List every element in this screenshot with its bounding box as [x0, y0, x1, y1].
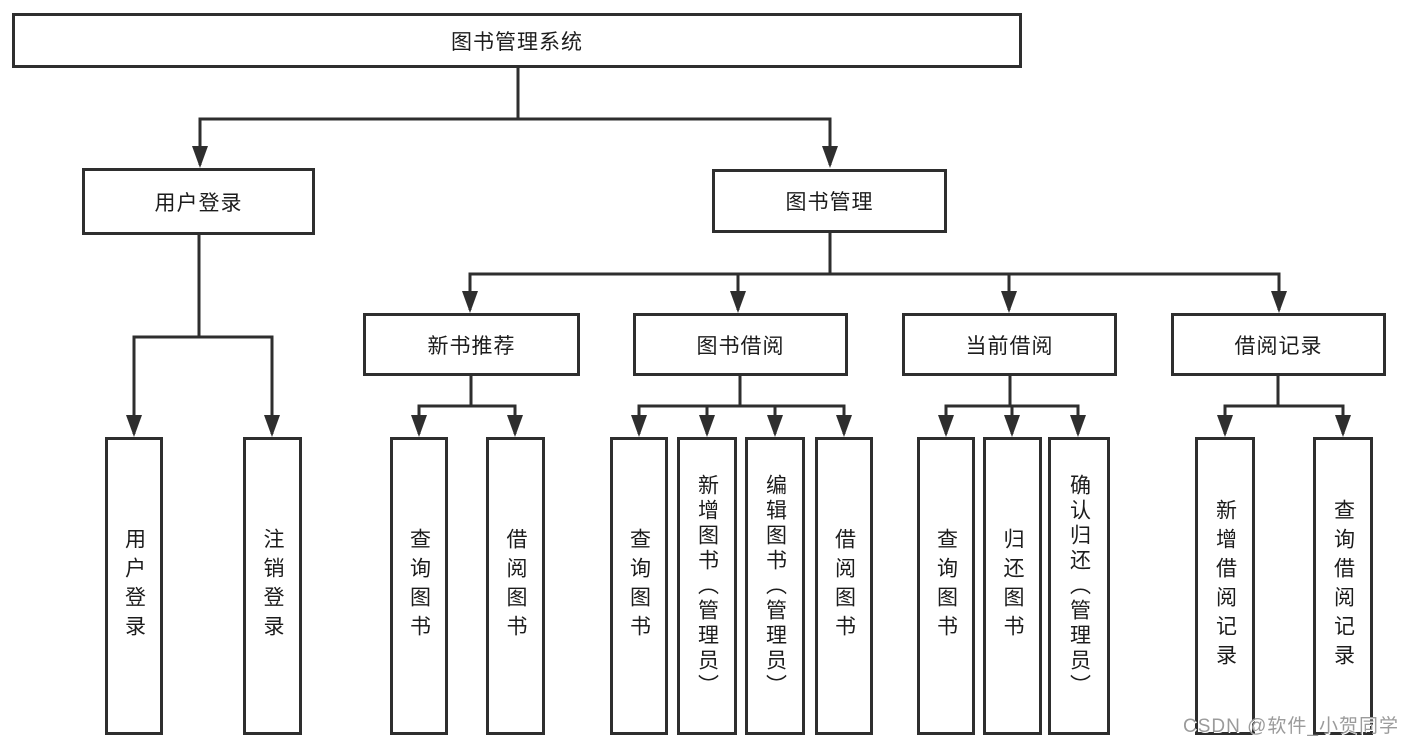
node-new-book-recommend: 新书推荐: [363, 313, 580, 376]
node-leaf-br-query-record: 查询借阅记录: [1313, 437, 1373, 735]
node-leaf-bb-borrow-books: 借阅图书: [815, 437, 873, 735]
node-leaf-cb-return-books-label: 归还图书: [1001, 528, 1024, 644]
node-user-login-label: 用户登录: [154, 191, 243, 215]
node-leaf-bb-query-books-label: 查询图书: [627, 528, 651, 644]
node-leaf-bb-query-books: 查询图书: [610, 437, 668, 735]
node-leaf-bb-edit-books-admin-label: 编辑图书（管理员）: [763, 473, 787, 699]
node-leaf-bb-add-books-admin: 新增图书（管理员）: [677, 437, 737, 735]
node-current-borrowing-label: 当前借阅: [965, 334, 1054, 358]
node-new-book-recommend-label: 新书推荐: [427, 334, 516, 358]
node-book-management: 图书管理: [712, 169, 947, 233]
node-leaf-cb-query-books: 查询图书: [917, 437, 975, 735]
node-leaf-cb-confirm-return-admin-label: 确认归还（管理员）: [1067, 473, 1091, 699]
node-book-borrowing: 图书借阅: [633, 313, 848, 376]
node-user-login: 用户登录: [82, 168, 315, 235]
node-leaf-br-add-record-label: 新增借阅记录: [1213, 499, 1237, 673]
node-leaf-user-login-label: 用户登录: [122, 528, 146, 644]
node-leaf-nb-query-books-label: 查询图书: [407, 528, 431, 644]
node-leaf-br-add-record: 新增借阅记录: [1195, 437, 1255, 735]
csdn-watermark: CSDN @软件_小贺同学: [1183, 716, 1399, 737]
node-leaf-bb-edit-books-admin: 编辑图书（管理员）: [745, 437, 805, 735]
node-leaf-cb-return-books: 归还图书: [983, 437, 1042, 735]
node-root-label: 图书管理系统: [451, 30, 583, 54]
node-leaf-user-login: 用户登录: [105, 437, 163, 735]
node-current-borrowing: 当前借阅: [902, 313, 1117, 376]
node-book-borrowing-label: 图书借阅: [696, 334, 785, 358]
node-leaf-nb-borrow-books-label: 借阅图书: [504, 528, 527, 644]
node-borrowing-record-label: 借阅记录: [1234, 334, 1323, 358]
node-leaf-bb-add-books-admin-label: 新增图书（管理员）: [695, 473, 719, 699]
node-leaf-nb-borrow-books: 借阅图书: [486, 437, 545, 735]
node-leaf-nb-query-books: 查询图书: [390, 437, 448, 735]
node-borrowing-record: 借阅记录: [1171, 313, 1386, 376]
node-leaf-cb-confirm-return-admin: 确认归还（管理员）: [1048, 437, 1110, 735]
node-leaf-bb-borrow-books-label: 借阅图书: [832, 528, 856, 644]
node-leaf-cb-query-books-label: 查询图书: [934, 528, 958, 644]
node-book-management-label: 图书管理: [785, 191, 874, 214]
node-leaf-br-query-record-label: 查询借阅记录: [1331, 499, 1355, 673]
node-root: 图书管理系统: [12, 13, 1022, 68]
node-leaf-logout-label: 注销登录: [261, 528, 284, 644]
node-leaf-logout: 注销登录: [243, 437, 302, 735]
